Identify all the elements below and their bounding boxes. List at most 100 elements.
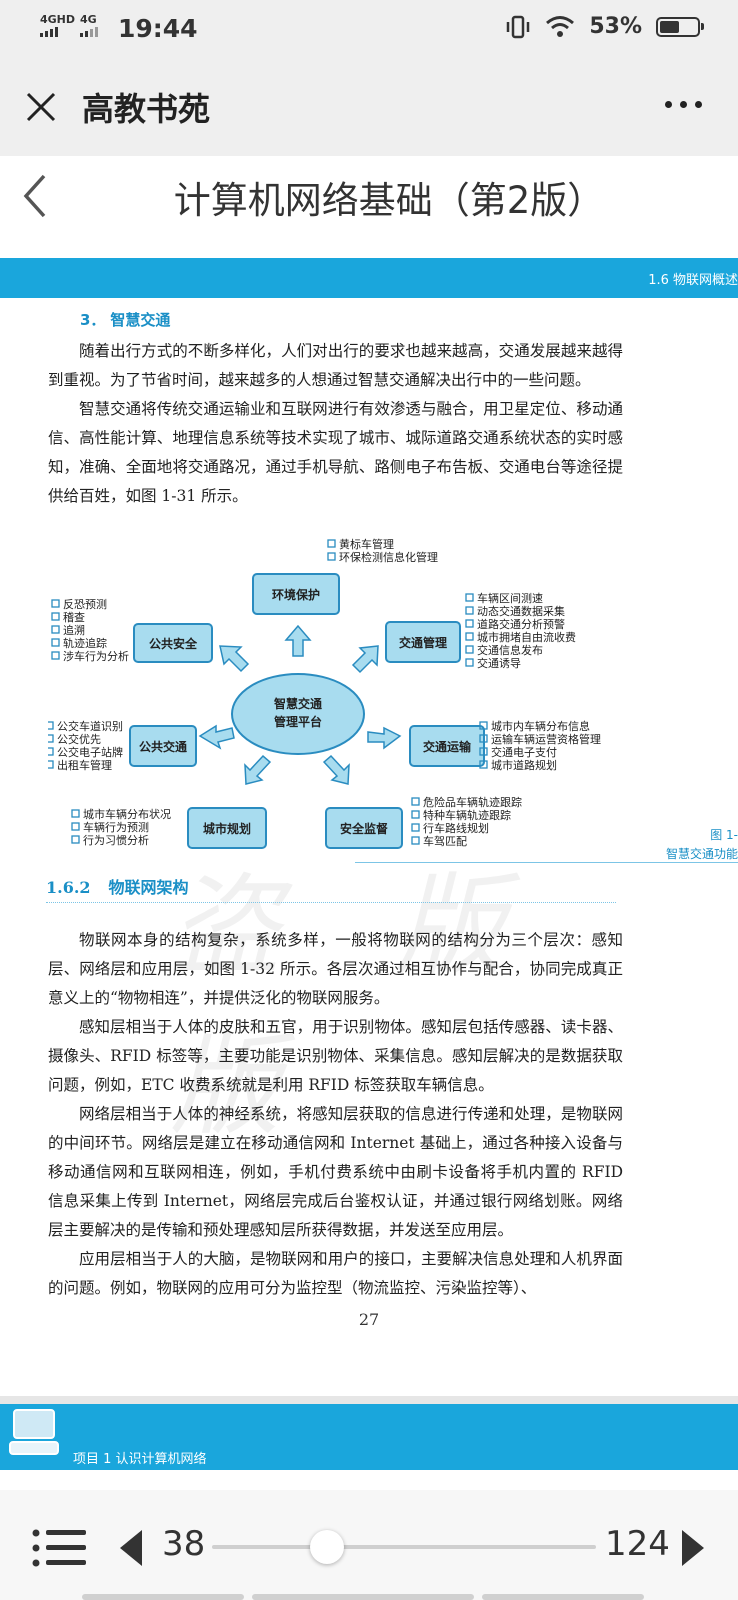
sim1-label: 4GHD xyxy=(40,13,76,26)
node-security-label: 公共安全 xyxy=(149,636,198,651)
list-bullet-icon xyxy=(479,721,488,730)
node-safety-label: 安全监督 xyxy=(340,821,388,836)
node-security: 公共安全 xyxy=(133,623,213,663)
section-1-6-2-title: 物联网架构 xyxy=(108,878,189,897)
diagram-list-item: 车驾匹配 xyxy=(423,834,467,848)
diagram-list-item: 城市内车辆分布信息 xyxy=(491,719,590,733)
paragraph: 网络层相当于人体的神经系统，将感知层获取的信息进行传递和处理，是物联网的中间环节… xyxy=(48,1105,623,1239)
close-icon[interactable] xyxy=(24,90,58,124)
list-bullet-icon xyxy=(71,809,80,818)
list-bullet-icon xyxy=(465,619,474,628)
list-bullet-icon xyxy=(327,539,336,548)
node-safety: 安全监督 xyxy=(325,807,403,849)
diagram-list-item: 交通信息发布 xyxy=(477,643,543,657)
current-page: 38 xyxy=(162,1524,206,1564)
section-3-title: 智慧交通 xyxy=(110,311,171,329)
paragraph: 感知层相当于人体的皮肤和五官，用于识别物体。感知层包括传感器、读卡器、摄像头、R… xyxy=(48,1018,623,1094)
watermark: 盗 版 版 xyxy=(170,862,545,1150)
node-public-transport: 公共交通 xyxy=(129,725,197,767)
vibrate-icon xyxy=(507,15,530,38)
next-page-button[interactable] xyxy=(680,1528,706,1568)
arrow-up xyxy=(284,624,312,657)
node-public-transport-label: 公共交通 xyxy=(139,739,187,754)
list-bullet-icon xyxy=(71,822,80,831)
list-bullet-icon xyxy=(411,810,420,819)
diagram-list-item: 交通诱导 xyxy=(477,656,521,670)
arrow-upright xyxy=(351,645,379,674)
total-pages: 124 xyxy=(605,1524,670,1564)
diagram-list-item: 城市车辆分布状况 xyxy=(83,807,171,821)
figure-caption-title: 智慧交通功能 xyxy=(665,847,738,861)
figure-caption-divider xyxy=(355,862,738,863)
list-bullet-icon xyxy=(465,658,474,667)
arrow-left xyxy=(198,724,235,750)
page-separator xyxy=(0,1396,738,1404)
diagram-list-item: 动态交通数据采集 xyxy=(477,604,565,618)
list-bullet-icon xyxy=(48,721,54,730)
diagram-list-item: 黄标车管理 xyxy=(339,537,394,551)
signal-icon-sim1: 4GHD xyxy=(40,14,75,37)
nav-indicator xyxy=(252,1594,474,1600)
book-page[interactable]: 1.6 物联网概述 3． 智慧交通 随着出行方式的不断多样化，人们对出行的要求也… xyxy=(0,236,738,1396)
center-node xyxy=(231,673,365,755)
diagram-list-item: 公交车道识别 xyxy=(57,719,123,733)
node-env: 环境保护 xyxy=(252,573,340,615)
list-bullet-icon xyxy=(48,760,54,769)
status-bar: 4GHD 4G 19:44 53% xyxy=(0,0,738,60)
list-bullet-icon xyxy=(48,734,54,743)
sim2-label: 4G xyxy=(80,13,97,26)
diagram-list-item: 车辆行为预测 xyxy=(83,820,149,834)
back-icon[interactable] xyxy=(18,172,50,220)
section-3-number: 3． xyxy=(80,311,106,329)
diagram-list-item: 环保检测信息化管理 xyxy=(339,550,438,564)
diagram-list-item: 公交电子站牌 xyxy=(57,745,123,759)
diagram-list-item: 危险品车辆轨迹跟踪 xyxy=(423,795,522,809)
diagram-list-item: 行为习惯分析 xyxy=(83,833,149,847)
diagram-list-item: 出租车管理 xyxy=(57,758,112,772)
chapter-header: 1.6 物联网概述 xyxy=(648,273,738,288)
diagram-list-item: 特种车辆轨迹跟踪 xyxy=(423,808,511,822)
list-bullet-icon xyxy=(51,599,60,608)
diagram-list-item: 运输车辆运营资格管理 xyxy=(491,732,601,746)
center-line-2: 管理平台 xyxy=(274,714,322,729)
diagram-list-item: 反恐预测 xyxy=(63,598,107,611)
list-bullet-icon xyxy=(327,552,336,561)
list-bullet-icon xyxy=(411,836,420,845)
nav-indicator xyxy=(82,1594,244,1600)
arrow-upleft xyxy=(219,645,250,673)
diagram-list-item: 公交优先 xyxy=(57,732,101,746)
list-bullet-icon xyxy=(411,797,420,806)
list-bullet-icon xyxy=(48,747,54,756)
next-page-header-band: 项目 1 认识计算机网络 xyxy=(0,1404,738,1470)
list-bullet-icon xyxy=(51,638,60,647)
list-bullet-icon xyxy=(479,747,488,756)
node-transport-label: 交通运输 xyxy=(423,739,472,754)
wifi-icon xyxy=(546,15,575,37)
previous-page-button[interactable] xyxy=(118,1528,144,1568)
computer-illustration-icon xyxy=(9,1409,59,1455)
diagram-list-item: 道路交通分析预警 xyxy=(477,617,565,631)
paragraph: 随着出行方式的不断多样化，人们对出行的要求也越来越高，交通发展越来越得到重视。为… xyxy=(48,342,623,389)
list-bullet-icon xyxy=(465,645,474,654)
list-bullet-icon xyxy=(479,734,488,743)
diagram-list-item: 交通电子支付 xyxy=(491,745,557,759)
app-bar xyxy=(0,60,738,156)
book-title: 计算机网络基础（第2版） xyxy=(173,179,605,222)
section-1-6-2-number: 1.6.2 xyxy=(46,878,91,897)
section-1-6-2-body: 物联网本身的结构复杂，系统多样，一般将物联网的结构分为三个层次：感知层、网络层和… xyxy=(48,926,623,1303)
node-traffic-mgmt-label: 交通管理 xyxy=(399,635,447,650)
page-number: 27 xyxy=(358,1310,380,1329)
table-of-contents-icon[interactable] xyxy=(32,1528,86,1568)
list-bullet-icon xyxy=(51,612,60,621)
paragraph: 智慧交通将传统交通运输业和互联网进行有效渗透与融合，用卫星定位、移动通信、高性能… xyxy=(48,400,623,505)
more-options-icon[interactable] xyxy=(665,101,702,108)
page-slider-thumb[interactable] xyxy=(310,1530,345,1564)
section-3-block: 3． 智慧交通 随着出行方式的不断多样化，人们对出行的要求也越来越高，交通发展越… xyxy=(48,306,623,511)
list-bullet-icon xyxy=(465,593,474,602)
diagram-list-item: 城市拥堵自由流收费 xyxy=(477,630,576,644)
arrow-downright xyxy=(322,754,350,785)
arrow-downleft xyxy=(244,754,272,785)
page-slider-track[interactable] xyxy=(212,1545,596,1549)
chapter-header-band: 1.6 物联网概述 xyxy=(0,258,738,298)
app-title: 高教书苑 xyxy=(82,90,211,128)
